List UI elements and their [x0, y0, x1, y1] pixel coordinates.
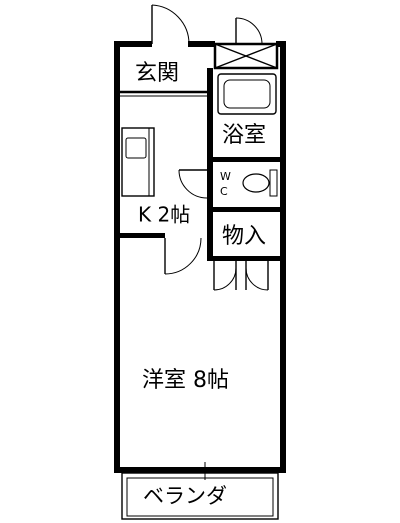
outer-walls — [114, 41, 286, 473]
bathroom-label: 浴室 — [222, 123, 266, 148]
toilet-label-c: C — [220, 185, 228, 198]
entrance-label: 玄関 — [135, 61, 179, 86]
kitchen-partition — [120, 233, 202, 275]
toilet-label-w: W — [220, 170, 231, 183]
toilet-icon — [242, 169, 278, 197]
entrance-step — [120, 90, 210, 97]
wet-area-walls — [207, 68, 282, 261]
kitchen-counter — [121, 127, 155, 197]
bathtub-icon — [217, 73, 277, 115]
western-room-label: 洋室 8帖 — [142, 368, 229, 393]
storage-doors — [213, 261, 269, 291]
kitchen-label: K 2帖 — [138, 203, 190, 227]
kitchen-sink-icon — [125, 137, 147, 159]
pipe-shaft — [213, 17, 279, 70]
toilet-door — [178, 169, 208, 199]
entrance-door — [151, 4, 190, 45]
balcony-label: ベランダ — [143, 484, 227, 508]
storage-label: 物入 — [222, 224, 266, 249]
balcony — [121, 462, 279, 520]
